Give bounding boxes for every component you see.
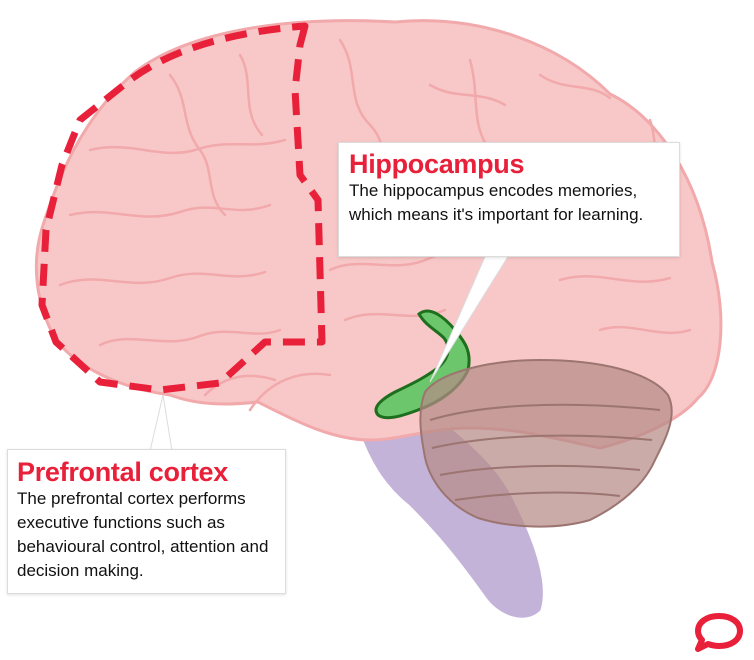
- prefrontal-cortex-callout: Prefrontal cortex The prefrontal cortex …: [7, 449, 286, 594]
- prefrontal-cortex-description: The prefrontal cortex performs executive…: [17, 489, 269, 580]
- prefrontal-cortex-outline: [38, 22, 326, 394]
- prefrontal-pointer: [149, 394, 173, 452]
- prefrontal-cortex-title: Prefrontal cortex: [17, 457, 228, 487]
- cerebellum: [419, 358, 673, 528]
- hippocampus-title: Hippocampus: [349, 149, 525, 179]
- hippocampus-description: The hippocampus encodes memories, which …: [349, 181, 644, 224]
- speech-bubble-logo-icon: [695, 613, 743, 652]
- hippocampus-callout: Hippocampus The hippocampus encodes memo…: [338, 142, 680, 257]
